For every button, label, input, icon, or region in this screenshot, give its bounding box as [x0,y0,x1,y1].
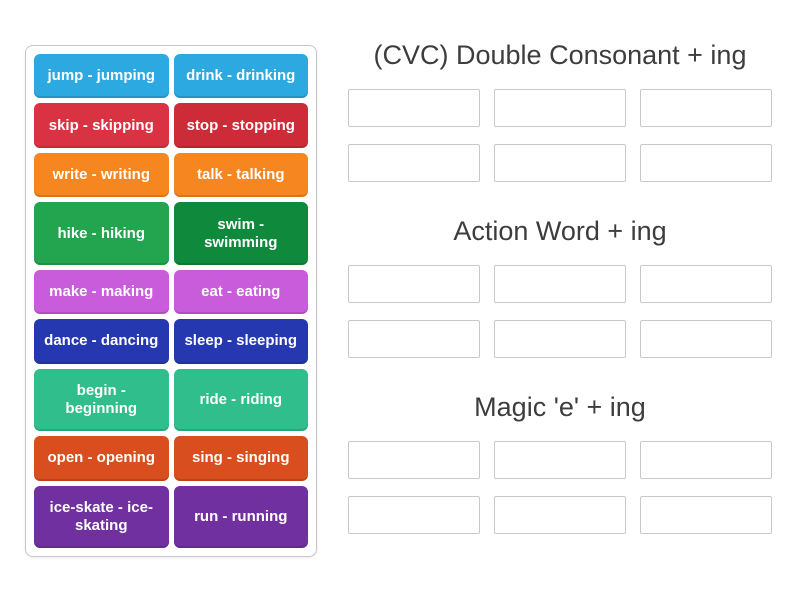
drop-zone-grid-cvc [344,89,776,182]
word-tile[interactable]: open - opening [34,436,169,481]
drop-zone-grid-action [344,265,776,358]
drop-slot[interactable] [494,89,626,127]
drop-slot[interactable] [640,89,772,127]
word-tile[interactable]: swim - swimming [173,202,308,265]
drop-slot[interactable] [494,144,626,182]
word-tile[interactable]: write - writing [34,152,169,198]
drop-slot[interactable] [494,496,626,534]
drop-slot[interactable] [640,320,772,358]
drop-slot[interactable] [640,496,772,534]
group-title-action: Action Word + ing [453,216,667,246]
drop-slot[interactable] [348,320,480,358]
word-tile[interactable]: ice-skate - ice-skating [34,485,169,548]
word-tile[interactable]: sleep - sleeping [173,319,308,364]
drop-slot[interactable] [494,320,626,358]
group-magic-e: Magic 'e' + ing [344,392,776,534]
word-tile[interactable]: skip - skipping [34,103,169,148]
word-tile[interactable]: talk - talking [173,152,308,198]
groups-area: (CVC) Double Consonant + ing Action Word… [344,40,776,568]
group-title-magic-e: Magic 'e' + ing [474,392,646,422]
word-tile[interactable]: eat - eating [173,269,308,315]
word-tile[interactable]: make - making [34,269,169,315]
drop-slot[interactable] [348,441,480,479]
word-tile[interactable]: hike - hiking [34,202,169,265]
drop-slot[interactable] [494,265,626,303]
word-tile[interactable]: run - running [173,485,308,548]
drop-slot[interactable] [348,265,480,303]
drop-slot[interactable] [348,496,480,534]
drop-slot[interactable] [640,441,772,479]
word-tile[interactable]: jump - jumping [34,54,169,99]
word-tile[interactable]: sing - singing [173,436,308,481]
drop-zone-grid-magic-e [344,441,776,534]
word-tile[interactable]: begin - beginning [34,368,169,432]
drop-slot[interactable] [494,441,626,479]
word-tile[interactable]: dance - dancing [34,319,169,364]
drop-slot[interactable] [348,144,480,182]
group-cvc-double-consonant: (CVC) Double Consonant + ing [344,40,776,182]
drop-slot[interactable] [640,144,772,182]
drop-slot[interactable] [640,265,772,303]
drop-slot[interactable] [348,89,480,127]
word-tile[interactable]: ride - riding [173,368,308,432]
word-tile[interactable]: stop - stopping [173,103,308,148]
word-tile[interactable]: drink - drinking [173,54,308,99]
group-action-word: Action Word + ing [344,216,776,358]
group-title-cvc: (CVC) Double Consonant + ing [373,40,747,70]
